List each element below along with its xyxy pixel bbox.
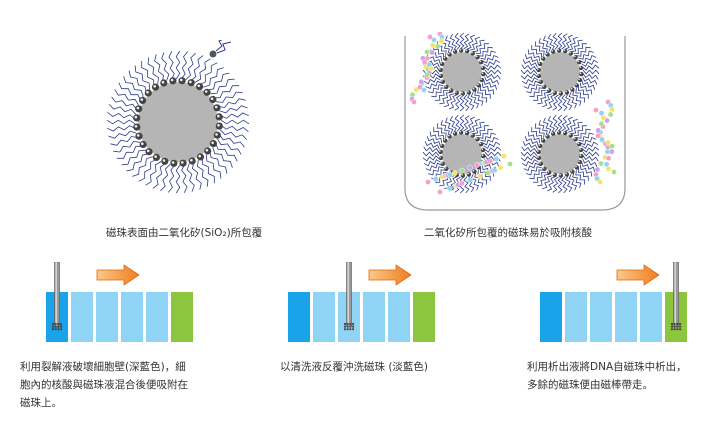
- step-line: 以清洗液反覆沖洗磁珠 (淡藍色): [280, 361, 429, 373]
- magnetic-bead: [520, 114, 600, 194]
- nucleic-acid-strand: [593, 107, 617, 175]
- container-outline: [404, 36, 626, 211]
- binding-caption: 二氧化矽所包覆的磁珠易於吸附核酸: [424, 227, 592, 239]
- step-line: 利用析出液將DNA自磁珠中析出，: [527, 361, 687, 373]
- well-light: [96, 292, 118, 342]
- nucleic-acid-strand: [409, 32, 445, 105]
- well-light: [640, 292, 662, 342]
- well-green: [171, 292, 193, 342]
- step-2-description: 以清洗液反覆沖洗磁珠 (淡藍色): [280, 358, 428, 376]
- magnetic-rod: [670, 262, 682, 331]
- magnetic-bead: [106, 50, 250, 194]
- well-light: [388, 292, 410, 342]
- step-line: 多餘的磁珠便由磁棒帶走。: [527, 379, 653, 391]
- step-3-direction-arrow: [616, 264, 660, 286]
- nucleic-acid-strand: [437, 161, 513, 195]
- step-2-direction-arrow: [368, 264, 412, 286]
- step-1-description: 利用裂解液破壞細胞壁(深藍色)，細 胞內的核酸與磁珠液混合後便吸附在 磁珠上。: [20, 358, 188, 412]
- magnetic-rod: [51, 262, 63, 331]
- step-line: 利用裂解液破壞細胞壁(深藍色)，細: [20, 361, 186, 373]
- magnetic-bead: [422, 114, 502, 194]
- step-line: 胞內的核酸與磁珠液混合後便吸附在: [20, 379, 188, 391]
- bead-caption: 磁珠表面由二氧化矽(SiO₂)所包覆: [106, 227, 263, 239]
- well-light: [590, 292, 612, 342]
- free-ligand: [209, 40, 232, 58]
- well-deep: [288, 292, 310, 342]
- step-3-well-strip: [540, 292, 687, 342]
- well-light: [565, 292, 587, 342]
- well-light: [313, 292, 335, 342]
- well-deep: [540, 292, 562, 342]
- step-line: 磁珠上。: [20, 397, 62, 409]
- magnetic-bead: [520, 32, 600, 112]
- step-3-description: 利用析出液將DNA自磁珠中析出， 多餘的磁珠便由磁棒帶走。: [527, 358, 687, 394]
- nucleic-acid-binding-figure: [404, 32, 626, 211]
- step-1-direction-arrow: [96, 264, 140, 286]
- step-1-well-strip: [46, 292, 193, 342]
- magnetic-rod: [343, 262, 355, 331]
- well-light: [363, 292, 385, 342]
- step-2-well-strip: [288, 292, 435, 342]
- well-light: [615, 292, 637, 342]
- well-light: [71, 292, 93, 342]
- nucleic-acid-strand: [425, 153, 507, 185]
- well-light: [121, 292, 143, 342]
- well-light: [146, 292, 168, 342]
- silica-coated-bead-figure: [106, 40, 250, 194]
- well-green: [413, 292, 435, 342]
- nucleic-acid-strand: [417, 34, 437, 93]
- magnetic-bead: [422, 32, 502, 112]
